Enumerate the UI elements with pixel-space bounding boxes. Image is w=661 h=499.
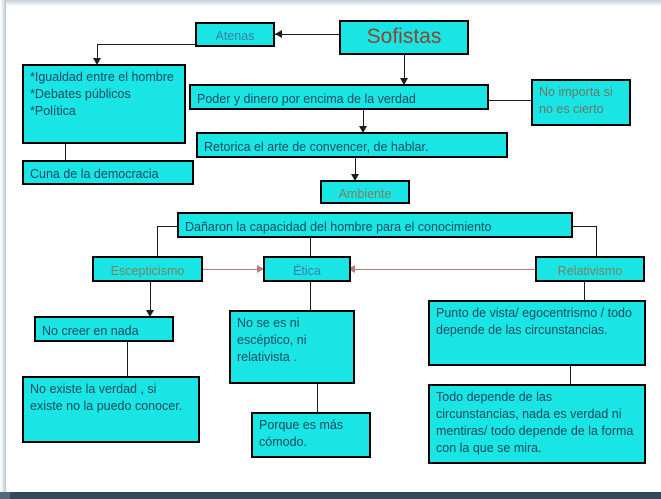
edge-danaron-escepticismo-v xyxy=(157,226,158,256)
node-no-importa[interactable]: No importa si no es cierto xyxy=(531,79,631,126)
node-todo-depende[interactable]: Todo depende de las circunstancias, nada… xyxy=(428,384,646,464)
diagram-canvas: Sofistas Atenas *Igualdad entre el hombr… xyxy=(7,6,661,492)
edge-igualdad-cuna xyxy=(65,144,66,160)
edge-sofistas-poder-v xyxy=(404,54,405,84)
edge-danaron-etica-v xyxy=(310,238,311,256)
edge-danaron-relativismo-v xyxy=(596,226,597,256)
edge-danaron-relativismo-h xyxy=(573,226,597,227)
node-cuna[interactable]: Cuna de la democracia xyxy=(22,160,194,185)
node-ambiente[interactable]: Ambiente xyxy=(320,180,410,204)
node-retorica[interactable]: Retorica el arte de convencer, de hablar… xyxy=(196,132,508,158)
edge-poder-retorica-v xyxy=(363,110,364,132)
window-frame-bottom xyxy=(0,492,661,499)
node-porque[interactable]: Porque es más cómodo. xyxy=(251,412,371,458)
edge-atenas-igualdad-h xyxy=(97,44,195,45)
edge-atenas-igualdad-v xyxy=(97,44,98,60)
node-danaron[interactable]: Dañaron la capacidad del hombre para el … xyxy=(177,212,573,238)
edge-poder-retorica-arrowhead xyxy=(359,126,367,133)
edge-retorica-ambiente-arrowhead xyxy=(351,174,359,181)
edge-sofistas-poder-arrowhead xyxy=(400,78,408,85)
edge-relativismo-punto xyxy=(584,282,585,300)
edge-relativismo-etica-arrowhead xyxy=(348,265,355,273)
node-punto-vista[interactable]: Punto de vista/ egocentrismo / todo depe… xyxy=(428,300,646,366)
node-poder[interactable]: Poder y dinero por encima de la verdad xyxy=(189,84,489,110)
node-sofistas[interactable]: Sofistas xyxy=(339,20,469,55)
edge-punto-tododepende xyxy=(570,366,571,384)
node-igualdad[interactable]: *Igualdad entre el hombre *Debates públi… xyxy=(22,64,186,144)
node-no-se-es[interactable]: No se es ni escéptico, ni relativista . xyxy=(229,310,355,384)
edge-sofistas-atenas-arrowhead xyxy=(275,30,282,38)
edge-etica-nosees xyxy=(310,282,311,310)
node-no-creer[interactable]: No creer en nada xyxy=(34,316,174,342)
node-atenas[interactable]: Atenas xyxy=(195,22,275,47)
window-frame-left xyxy=(0,0,6,492)
edge-poder-noimporta xyxy=(489,100,531,101)
node-no-existe[interactable]: No existe la verdad , si existe no la pu… xyxy=(22,376,200,443)
edge-escepticismo-etica xyxy=(203,269,263,270)
edge-escepticismo-etica-arrowhead xyxy=(257,265,264,273)
edge-danaron-escepticismo-h xyxy=(157,226,185,227)
edge-retorica-ambiente-v xyxy=(355,158,356,180)
window-frame-top xyxy=(0,0,661,6)
edge-nosees-porque xyxy=(317,384,318,412)
edge-relativismo-etica xyxy=(351,269,535,270)
node-escepticismo[interactable]: Escepticismo xyxy=(92,256,203,282)
edge-atenas-igualdad-arrowhead xyxy=(93,58,101,65)
edge-sofistas-atenas xyxy=(275,34,339,35)
node-etica[interactable]: Ética xyxy=(263,256,351,282)
node-relativismo[interactable]: Relativismo xyxy=(535,256,645,282)
edge-escepticismo-nocreer-v xyxy=(150,282,151,314)
edge-nocreer-noexiste xyxy=(127,342,128,376)
edge-escepticismo-nocreer-arrowhead xyxy=(146,310,154,317)
